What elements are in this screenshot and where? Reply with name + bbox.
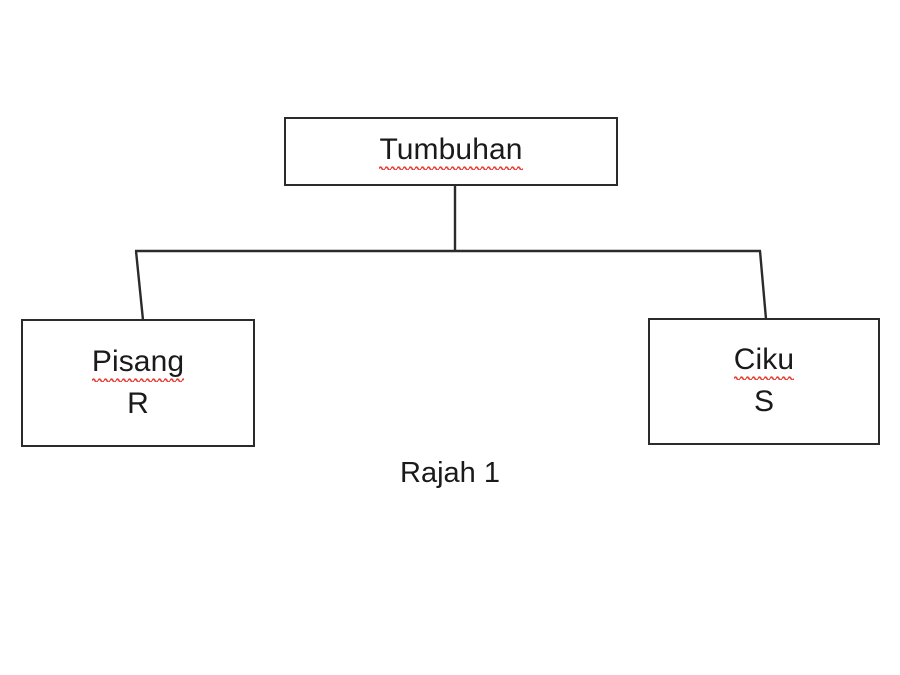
diagram-caption: Rajah 1 bbox=[400, 457, 500, 489]
connector-drop-right bbox=[758, 250, 768, 320]
node-root-label: Tumbuhan bbox=[379, 134, 523, 170]
node-child-left-code: R bbox=[127, 386, 149, 420]
connector-drop-left bbox=[134, 250, 145, 321]
node-root: Tumbuhan bbox=[284, 117, 618, 186]
node-child-right-label: Ciku bbox=[733, 344, 795, 380]
node-child-left: Pisang R bbox=[21, 319, 255, 447]
node-child-left-label: Pisang bbox=[91, 345, 185, 382]
node-child-right-code: S bbox=[753, 385, 774, 419]
node-child-right: Ciku S bbox=[648, 318, 880, 445]
